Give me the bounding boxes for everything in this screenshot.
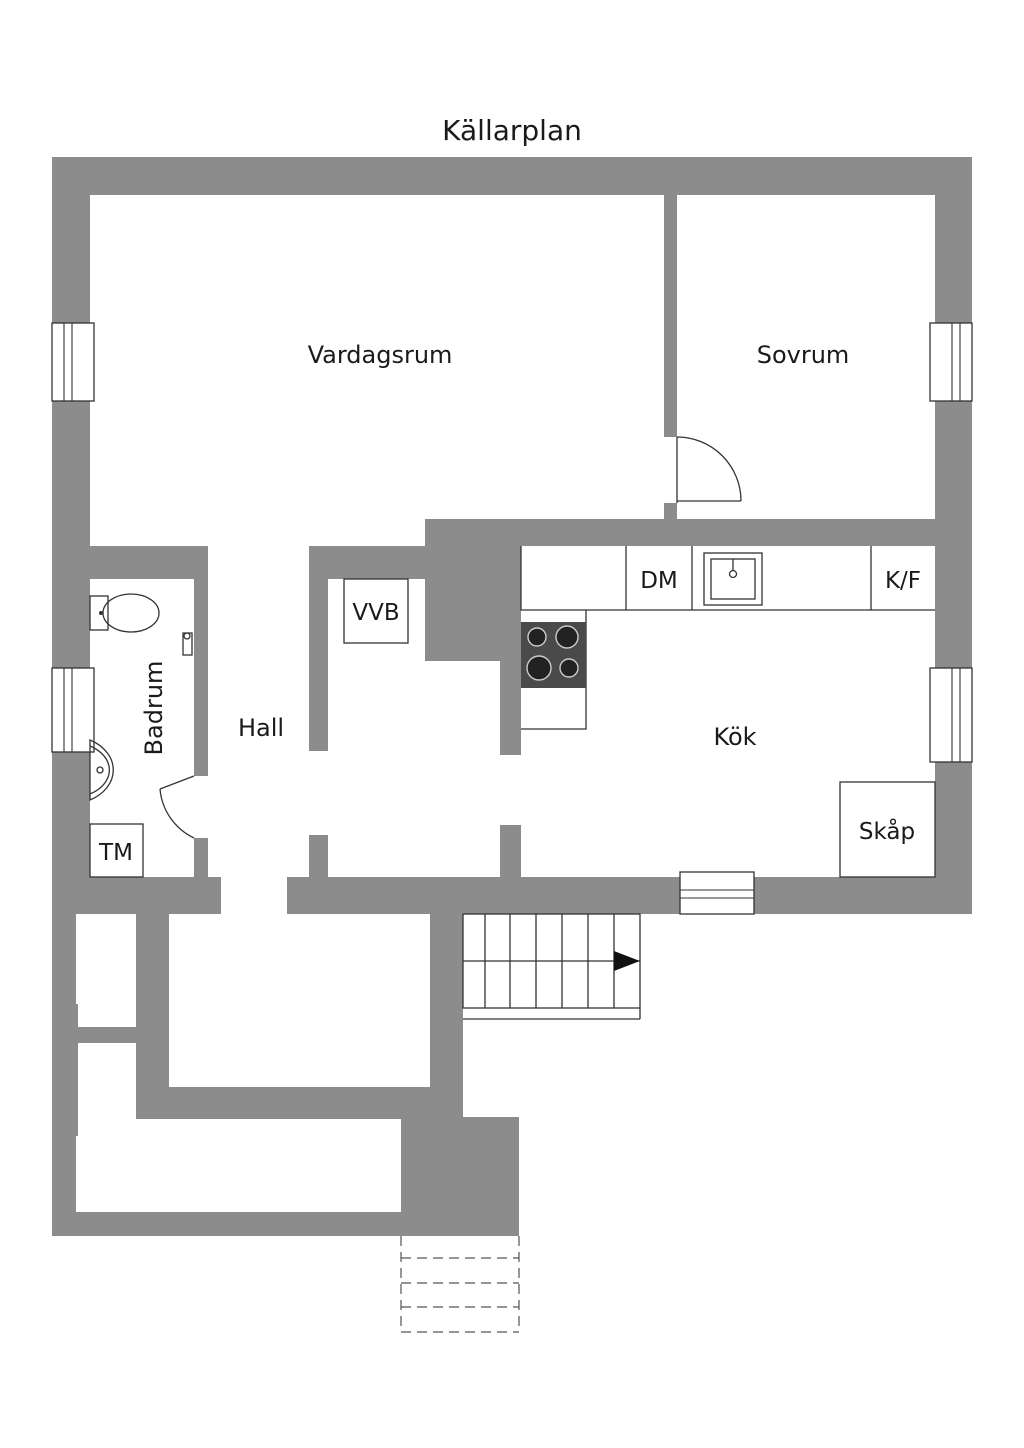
annex-wall-right-upper xyxy=(430,914,463,1119)
door-bathroom xyxy=(159,775,195,839)
kitchen-fixtures: DM K/F Skåp xyxy=(520,546,936,878)
counter-outline xyxy=(520,546,935,730)
vvb-box xyxy=(343,578,409,644)
wall-bottom-left xyxy=(52,877,221,914)
annex-wall-nook-2 xyxy=(52,1027,137,1043)
wall-living-bottom-left xyxy=(90,546,208,579)
wall-bath-right xyxy=(194,546,208,776)
plan-title: Källarplan xyxy=(442,114,582,147)
annex-wall-nook-1 xyxy=(52,1004,78,1027)
sink-icon xyxy=(703,552,763,606)
room-label-kok: Kök xyxy=(713,723,756,751)
wall-bath-right-lower xyxy=(194,838,208,877)
wall-stub-1 xyxy=(309,835,328,877)
windows xyxy=(51,322,973,915)
walls xyxy=(52,157,972,1236)
washbasin-icon xyxy=(89,739,114,801)
annex-block xyxy=(401,1117,519,1236)
stove-icon xyxy=(521,622,586,688)
wall-hall-top xyxy=(309,546,425,579)
window-living-left xyxy=(51,322,95,402)
kf-label: K/F xyxy=(885,568,921,594)
door-bedroom xyxy=(676,436,742,503)
wall-living-bedroom xyxy=(664,195,677,437)
annex-wall-stair-left xyxy=(430,914,463,934)
wall-hall-right xyxy=(309,546,328,751)
shower-tap-icon xyxy=(182,632,193,656)
window-kitchen-bottom xyxy=(679,871,755,915)
annex-wall-mid-a xyxy=(136,914,169,1119)
wall-living-bedroom-stub xyxy=(664,503,677,520)
skap-label: Skåp xyxy=(859,817,915,845)
window-kitchen-right xyxy=(929,667,973,763)
wall-stub-2 xyxy=(500,825,521,877)
annex-wall-nook-3 xyxy=(52,1043,78,1136)
toilet-icon xyxy=(89,593,160,633)
tm-label: TM xyxy=(98,840,133,866)
wall-right xyxy=(935,157,972,914)
dm-label: DM xyxy=(640,568,678,594)
wall-kitchen-left xyxy=(500,519,521,755)
bathroom-fixtures: TM xyxy=(89,593,193,878)
outside-steps xyxy=(400,1236,520,1333)
wall-top xyxy=(52,157,972,195)
room-label-badrum: Badrum xyxy=(140,661,168,756)
room-label-sovrum: Sovrum xyxy=(757,341,850,369)
window-bath-left xyxy=(51,667,95,753)
skap-box xyxy=(839,781,936,878)
stair-arrow-icon xyxy=(614,951,640,971)
tm-box xyxy=(89,823,144,878)
wall-bottom-right xyxy=(287,877,972,914)
wall-left xyxy=(52,157,90,914)
room-label-vardagsrum: Vardagsrum xyxy=(308,341,453,369)
vvb-label: VVB xyxy=(352,600,399,626)
stairs xyxy=(462,913,641,1020)
window-bedroom-right xyxy=(929,322,973,402)
room-label-hall: Hall xyxy=(238,714,284,742)
doors xyxy=(159,436,742,839)
annex-wall-mid-b xyxy=(136,1087,462,1119)
